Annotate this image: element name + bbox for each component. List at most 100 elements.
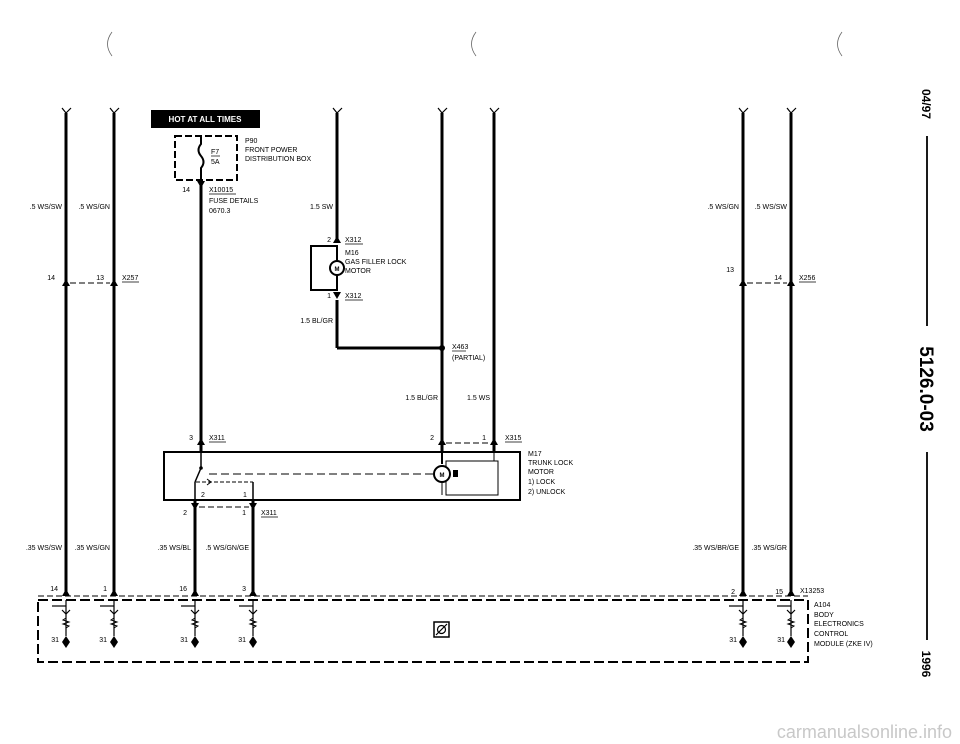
m16-name: GAS FILLER LOCK [345,259,407,266]
module-pins [52,600,796,636]
a104-line4: MODULE (ZKE IV) [814,641,873,648]
x256-pin-b: 14 [774,275,782,282]
x13253-pin-2: 1 [103,586,107,593]
x13253-pin-4: 3 [242,586,246,593]
x311-id: X311 [209,435,225,442]
wire-label-4: 1.5 BL/GR [300,318,333,325]
x315-pin-b: 1 [482,435,486,442]
x311-bot-pin-a: 2 [183,510,187,517]
m17-switch-block [453,470,458,477]
ground-pin-label-6: 31 [777,637,785,644]
connector-links [70,282,787,508]
m16-pin-top: 2 [327,237,331,244]
p90-id: P90 [245,138,258,145]
m17-name2: MOTOR [528,469,554,476]
x463-note: (PARTIAL) [452,355,485,362]
m17-mode1: 1) LOCK [528,479,556,486]
x311-inner-pin-b: 1 [243,492,247,499]
ground-pin-label-1: 31 [51,637,59,644]
x311-bot-id: X311 [261,510,277,517]
x13253-pin-5: 2 [731,589,735,596]
wire-label-6: 1.5 WS [467,395,490,402]
ground-pins [62,636,795,648]
wire-label-1: .5 WS/SW [30,204,63,211]
x311-pin: 3 [189,435,193,442]
m17-box [163,451,521,501]
wire-label-8: .5 WS/SW [755,204,788,211]
m16-id: M16 [345,250,359,257]
m16-pin-bot: 1 [327,293,331,300]
wire-label-7: .5 WS/GN [707,204,739,211]
p90-box [174,135,238,181]
x311-inner-pin-a: 2 [201,492,205,499]
m16-conn-bot: X312 [345,293,361,300]
m17-name: TRUNK LOCK [528,460,573,467]
wire-label-5: 1.5 BL/GR [405,395,438,402]
x13253-pin-1: 14 [50,586,58,593]
x10015-pin: 14 [182,187,190,194]
module-resistors [61,617,796,629]
x257-id: X257 [122,275,138,282]
m17-inner-box [445,460,499,496]
a104-line1: BODY [814,612,834,619]
wire-label-10: .35 WS/GN [75,545,110,552]
wire-label-14: .35 WS/GR [752,545,787,552]
x315-id: X315 [505,435,521,442]
splice-x463 [439,345,445,351]
p90-name: FRONT POWER [245,147,297,154]
paper-mark [837,31,843,57]
wire-label-12: .5 WS/GN/GE [205,545,249,552]
a104-id: A104 [814,602,830,609]
m16-conn-top: X312 [345,237,361,244]
p90-fuse: F7 [211,149,219,156]
m17-motor-glyph: M [440,473,445,479]
fuse-f7-symbol [197,136,205,180]
a104-line3: CONTROL [814,631,848,638]
p90-name2: DISTRIBUTION BOX [245,156,311,163]
m16-motor-glyph: M [335,267,340,273]
hot-banner: HOT AT ALL TIMES [169,115,243,124]
wire-label-11: .35 WS/BL [158,545,192,552]
ground-pin-label-3: 31 [180,637,188,644]
m17-switch [194,467,202,483]
wires [64,113,793,596]
ground-pin-label-5: 31 [729,637,737,644]
m16-motor-icon [329,260,345,276]
x257-pin-b: 13 [96,275,104,282]
x13253-pin-3: 16 [179,586,187,593]
wire-label-9: .35 WS/SW [26,545,63,552]
hot-banner-bg [151,110,260,128]
side-year: 1996 [919,651,933,678]
wire-label-13: .35 WS/BR/GE [692,545,739,552]
x256-pin-a: 13 [726,267,734,274]
wire-label-3: 1.5 SW [310,204,333,211]
x315-pin-a: 2 [430,435,434,442]
m17-id: M17 [528,451,542,458]
paper-mark [107,31,113,57]
x311-bot-pin-b: 1 [242,510,246,517]
a104-box [37,599,809,663]
watermark: carmanualsonline.info [777,722,952,742]
x10015-id: X10015 [209,187,233,194]
side-code: 5126.0-03 [915,346,936,432]
a104-line2: ELECTRONICS [814,621,864,628]
x257-pin-a: 14 [47,275,55,282]
side-date: 04/97 [919,89,933,119]
x256-id: X256 [799,275,815,282]
paper-mark [471,31,477,57]
m17-motor-icon [433,465,451,483]
m17-mode2: 2) UNLOCK [528,489,566,496]
x463-id: X463 [452,344,468,351]
x13253-id: X13253 [800,588,824,595]
m16-name2: MOTOR [345,268,371,275]
ground-pin-label-2: 31 [99,637,107,644]
p90-rating: 5A [211,159,220,166]
wire-label-2: .5 WS/GN [78,204,110,211]
module-symbol-icon [433,621,450,638]
connector-marks [62,181,795,596]
ground-pin-label-4: 31 [238,637,246,644]
x13253-pin-6: 15 [775,589,783,596]
x10015-ref: 0670.3 [209,208,231,215]
x10015-desc: FUSE DETAILS [209,198,259,205]
